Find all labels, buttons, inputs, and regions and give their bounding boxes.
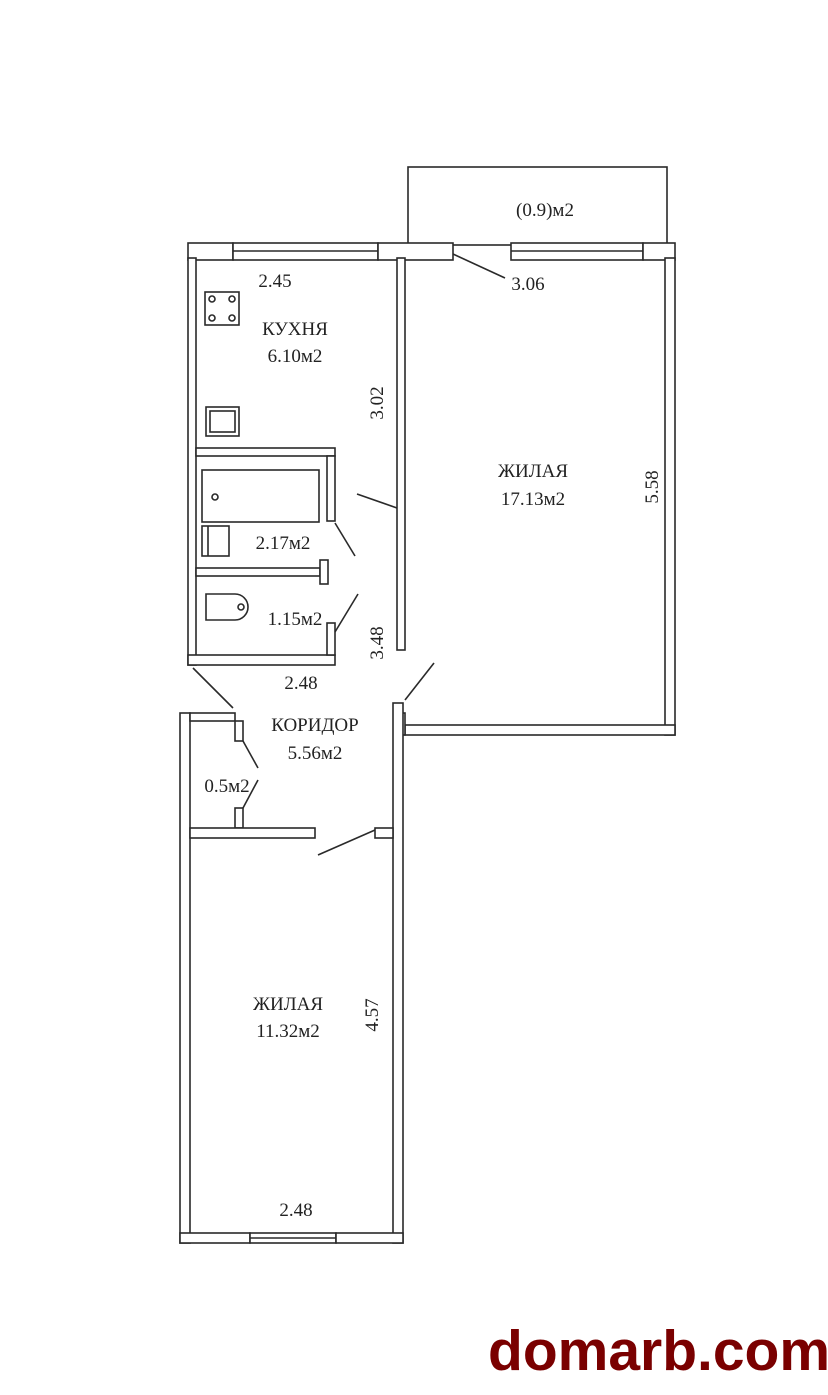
fixtures xyxy=(201,291,320,621)
kitchen-area: 6.10м2 xyxy=(268,346,323,367)
doors xyxy=(192,253,506,856)
toilet-icon xyxy=(205,593,249,621)
living-small-name: ЖИЛАЯ xyxy=(253,994,323,1015)
kitchen-width-dim: 2.45 xyxy=(258,271,291,292)
living-large-width-dim: 3.06 xyxy=(511,274,544,295)
living-large-length-dim: 5.58 xyxy=(642,470,663,503)
living-large-area: 17.13м2 xyxy=(501,489,565,510)
stove-icon xyxy=(204,291,240,326)
walls xyxy=(179,242,676,1244)
corridor-area: 5.56м2 xyxy=(288,743,343,764)
watermark-logo: domarb.com xyxy=(488,1319,828,1383)
bathroom-area: 2.17м2 xyxy=(256,533,311,554)
closet-area: 0.5м2 xyxy=(204,776,249,797)
living-small-width-dim: 2.48 xyxy=(279,1200,312,1221)
balcony-area: (0.9)м2 xyxy=(516,200,574,221)
kitchen-name: КУХНЯ xyxy=(262,319,328,340)
kitchen-length-dim: 3.02 xyxy=(367,386,388,419)
corridor-name: КОРИДОР xyxy=(271,715,358,736)
bathtub-icon xyxy=(201,469,320,523)
living-small-area: 11.32м2 xyxy=(256,1021,320,1042)
living-small-length-dim: 4.57 xyxy=(362,998,383,1031)
toilet-area: 1.15м2 xyxy=(268,609,323,630)
corridor-length-dim: 3.48 xyxy=(367,626,388,659)
living-large-name: ЖИЛАЯ xyxy=(498,461,568,482)
bath-width-dim: 2.48 xyxy=(284,673,317,694)
sink-icon xyxy=(205,406,240,437)
washbasin-icon xyxy=(201,525,230,557)
